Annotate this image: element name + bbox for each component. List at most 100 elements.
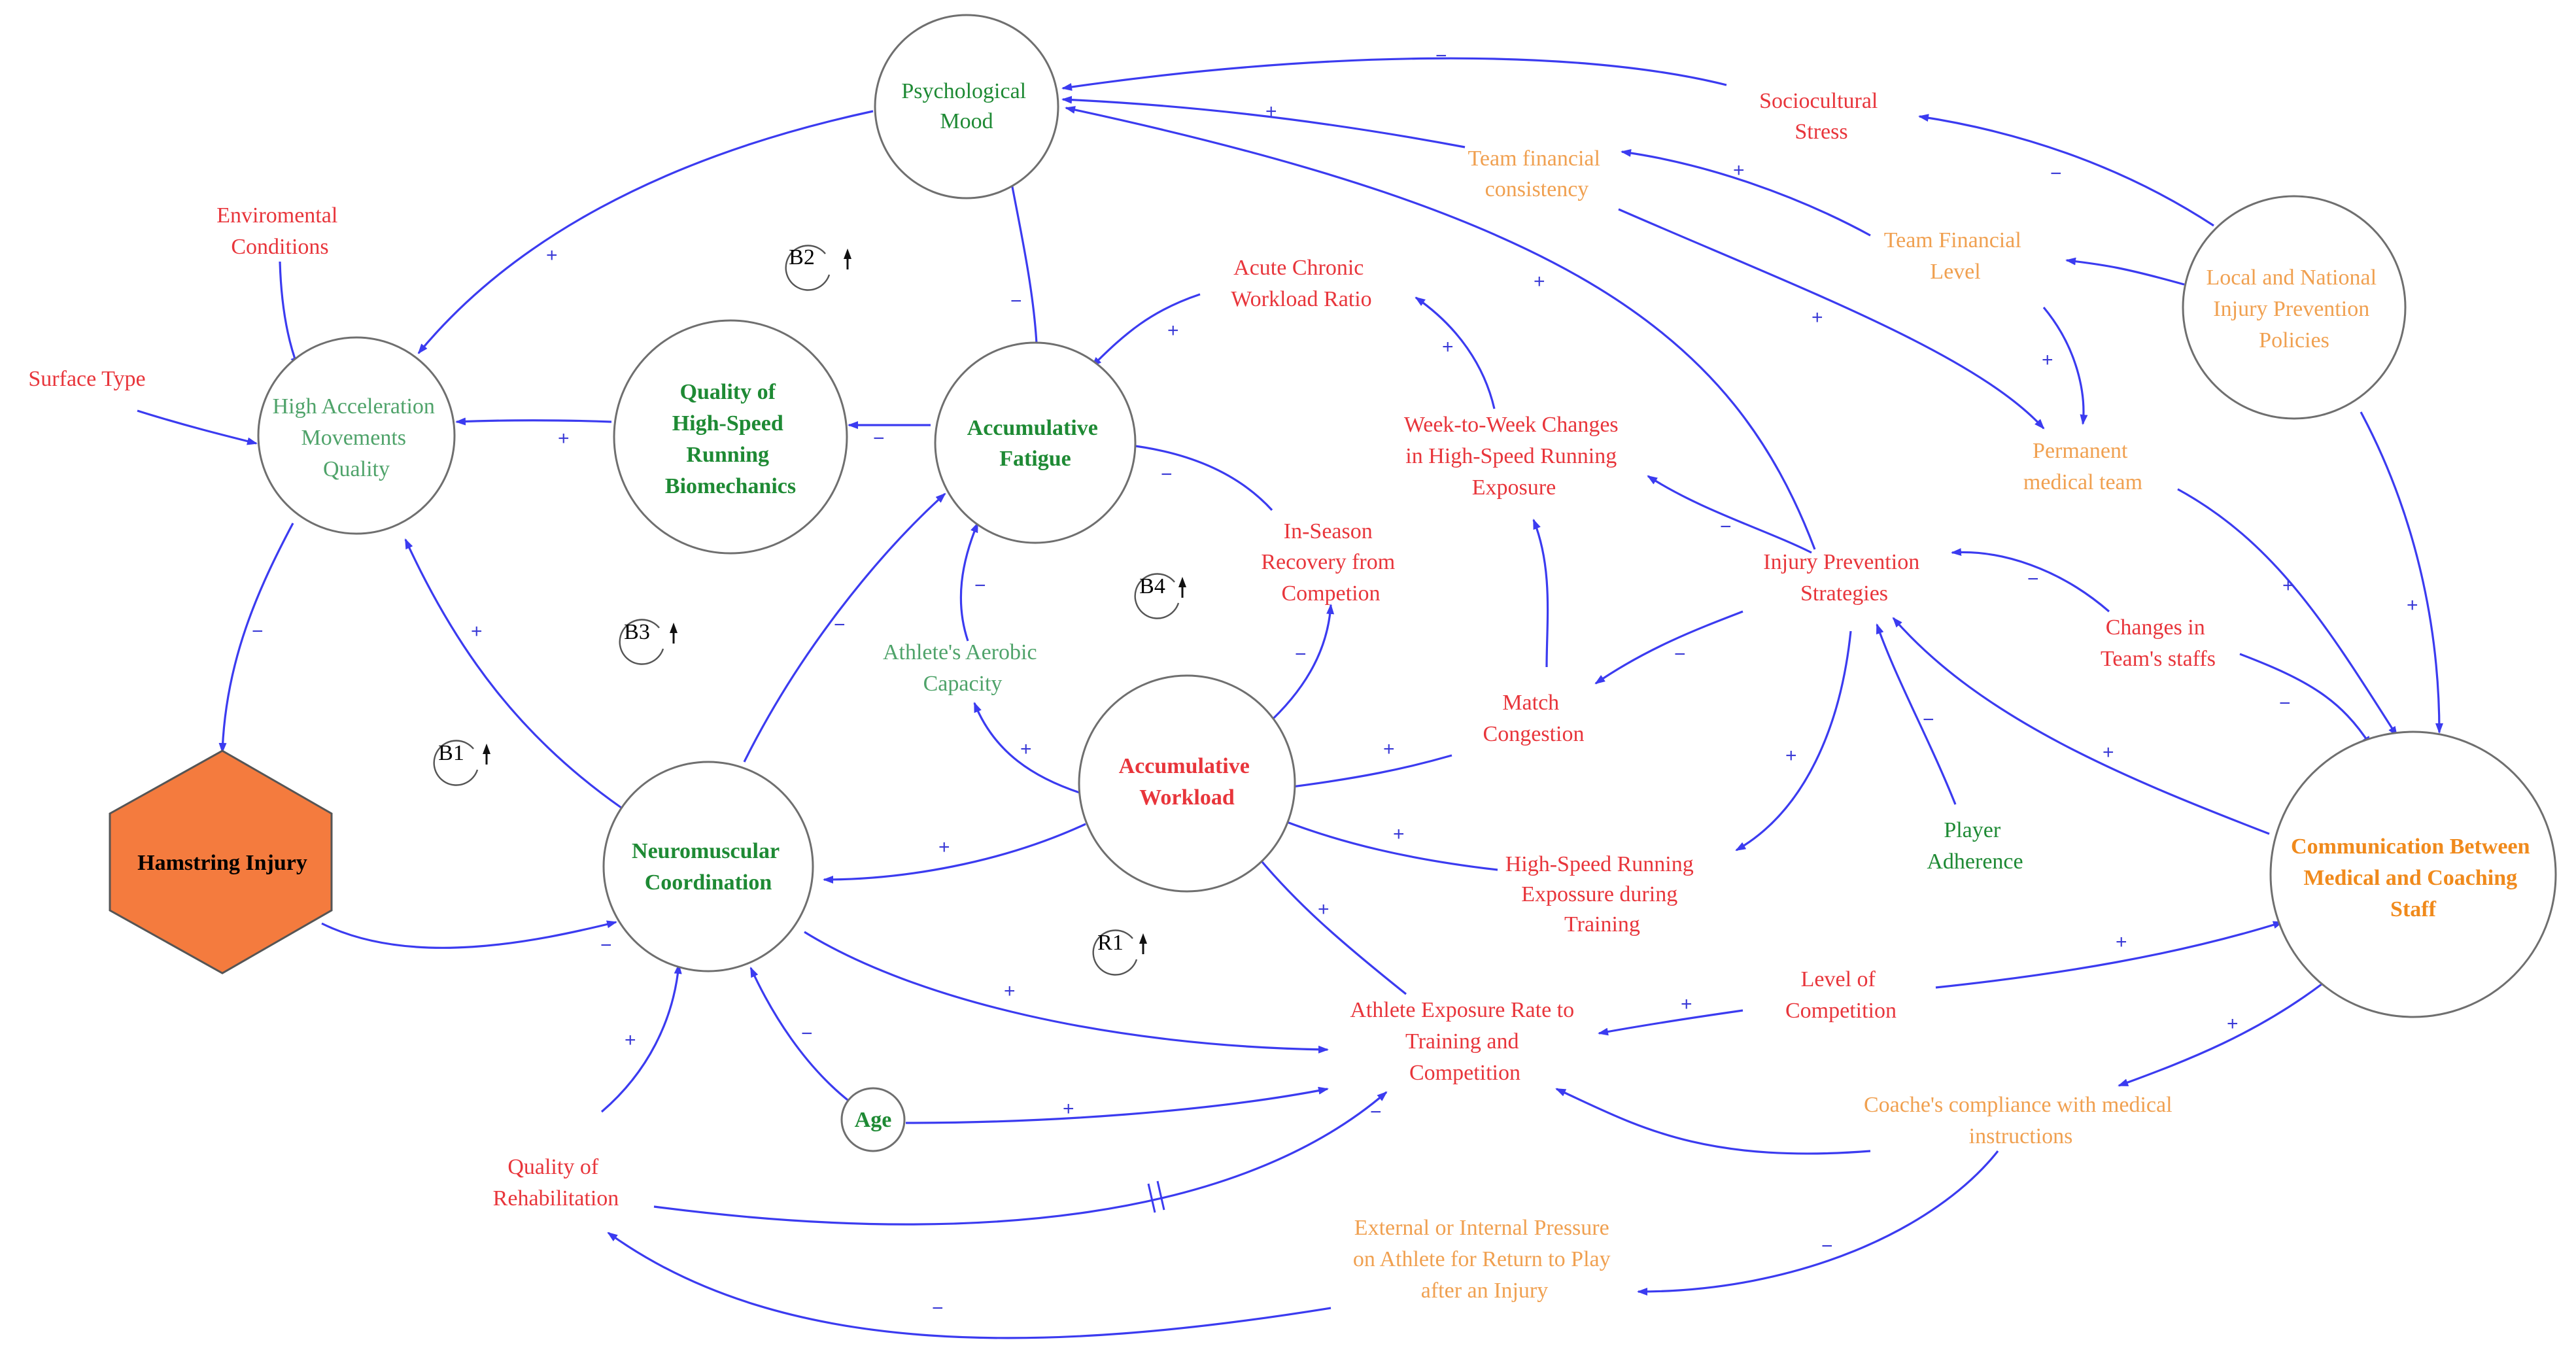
pol-sign: − bbox=[873, 428, 885, 449]
pol-sign: + bbox=[1265, 101, 1277, 122]
node-week-to-week-changes: Week-to-Week Changes in High-Speed Runni… bbox=[1404, 413, 1624, 500]
node-accumulative-workload: Accumulative Workload bbox=[1119, 754, 1256, 810]
loop-label: B2 bbox=[789, 245, 815, 269]
pol-sign: − bbox=[1010, 290, 1022, 312]
pol-sign: + bbox=[1733, 160, 1745, 181]
pol-sign: − bbox=[932, 1298, 944, 1319]
link-rehab-to-neuro bbox=[600, 963, 682, 1113]
pol-sign: + bbox=[1393, 823, 1405, 845]
node-high-acceleration-movements-quality: High Acceleration Movements Quality bbox=[273, 394, 441, 481]
node-sociocultural-stress: Sociocultural Stress bbox=[1759, 89, 1883, 144]
link-neuro-to-fatigue bbox=[743, 492, 946, 763]
node-coaches-compliance: Coache's compliance with medical instruc… bbox=[1864, 1093, 2178, 1148]
pol-sign: + bbox=[2227, 1013, 2239, 1035]
pol-sign: − bbox=[2050, 163, 2062, 184]
loop-b3: B3 bbox=[619, 619, 678, 665]
pol-sign: + bbox=[1442, 336, 1454, 358]
pol-sign: − bbox=[1674, 644, 1686, 665]
pol-sign: − bbox=[801, 1023, 813, 1044]
pol-sign: − bbox=[1720, 516, 1732, 538]
pol-sign: − bbox=[1435, 45, 1447, 67]
loop-label: B1 bbox=[438, 741, 464, 765]
polarity-signs: + − + − − + − − − + + − + − + − + + − + … bbox=[252, 45, 2418, 1319]
link-teamlevel-to-teamcons bbox=[1621, 148, 1871, 237]
link-policies-to-communication bbox=[2360, 411, 2443, 734]
pol-sign: + bbox=[1534, 271, 1545, 292]
node-in-season-recovery: In-Season Recovery from Competion bbox=[1261, 519, 1400, 606]
age-circle bbox=[840, 1087, 906, 1152]
node-team-financial-consistency: Team financial consistency bbox=[1468, 146, 1606, 201]
link-compliance-to-pressure bbox=[1637, 1150, 1999, 1296]
link-match-to-w2w bbox=[1532, 519, 1549, 668]
pol-sign: − bbox=[1923, 709, 1934, 731]
link-ips-to-w2w bbox=[1647, 475, 1812, 554]
node-level-of-competition: Level of Competition bbox=[1785, 967, 1897, 1023]
delay-marker bbox=[1147, 1180, 1165, 1213]
node-age: Age bbox=[855, 1108, 892, 1132]
pol-sign: + bbox=[938, 836, 950, 858]
node-player-adherence: Player Adherence bbox=[1927, 818, 2023, 874]
link-psych-to-hamq bbox=[417, 110, 874, 354]
acc-workload-circle bbox=[1078, 674, 1296, 893]
node-hsr-exposure-training: High-Speed Running Expossure during Trai… bbox=[1505, 852, 1700, 937]
pol-sign: + bbox=[1383, 738, 1395, 760]
link-policies-to-teamlevel bbox=[2065, 257, 2185, 286]
policies-circle bbox=[2182, 195, 2407, 420]
causal-links bbox=[137, 57, 2443, 1339]
loop-r1: R1 bbox=[1092, 929, 1147, 976]
node-shapes bbox=[109, 14, 2557, 1152]
link-hsr-to-workload bbox=[1274, 816, 1498, 871]
link-communication-to-compliance bbox=[2118, 983, 2322, 1087]
link-neuro-to-hamq bbox=[404, 538, 622, 809]
link-changes-to-ips bbox=[1951, 548, 2110, 613]
node-quality-of-rehabilitation: Quality of Rehabilitation bbox=[493, 1155, 619, 1211]
node-acute-chronic-workload-ratio: Acute Chronic Workload Ratio bbox=[1231, 256, 1371, 311]
acc-fatigue-circle bbox=[934, 341, 1137, 544]
link-inseason-to-fatigue bbox=[1124, 441, 1273, 511]
pol-sign: + bbox=[2282, 575, 2294, 596]
loop-b1: B1 bbox=[433, 740, 490, 786]
node-athletes-aerobic-capacity: Athlete's Aerobic Capacity bbox=[883, 640, 1042, 696]
link-aerobic-to-fatigue bbox=[959, 522, 979, 642]
neuro-circle bbox=[602, 761, 814, 972]
pol-sign: + bbox=[1063, 1098, 1074, 1120]
pol-sign: − bbox=[2027, 568, 2039, 590]
node-team-financial-level: Team Financial Level bbox=[1884, 228, 2027, 284]
node-injury-prevention-strategies: Injury Prevention Strategies bbox=[1763, 550, 1925, 606]
pol-sign: + bbox=[1004, 980, 1016, 1002]
loop-b2: B2 bbox=[785, 245, 851, 291]
link-ips-to-match bbox=[1594, 610, 1743, 685]
link-env-to-hamq bbox=[279, 261, 299, 368]
pol-sign: + bbox=[1681, 993, 1692, 1015]
pol-sign: + bbox=[558, 428, 570, 449]
pol-sign: − bbox=[974, 575, 986, 596]
node-environmental-conditions: Enviromental Conditions bbox=[216, 203, 343, 259]
link-workload-to-neuro bbox=[823, 823, 1086, 884]
link-sociocultural-to-psych bbox=[1061, 57, 1727, 91]
link-match-to-workload bbox=[1280, 754, 1452, 791]
pol-sign: + bbox=[2042, 349, 2053, 371]
psych-mood-circle bbox=[874, 14, 1059, 199]
node-quality-hsr-biomechanics: Quality of High-Speed Running Biomechani… bbox=[665, 380, 796, 498]
link-teamlevel-to-permmed bbox=[2042, 306, 2088, 425]
node-labels: Psychological Mood Enviromental Conditio… bbox=[28, 79, 2535, 1303]
communication-circle bbox=[2269, 731, 2557, 1018]
link-hamstring-to-neuro bbox=[321, 920, 617, 949]
qhsr-circle bbox=[613, 319, 848, 555]
node-communication-medical-coaching: Communication Between Medical and Coachi… bbox=[2291, 834, 2535, 921]
pol-sign: − bbox=[1295, 644, 1307, 665]
link-workload-to-aerobic bbox=[973, 702, 1086, 796]
node-external-internal-pressure: External or Internal Pressure on Athlete… bbox=[1353, 1216, 1616, 1303]
node-surface-type: Surface Type bbox=[28, 367, 145, 391]
link-teamcons-to-permmed bbox=[1618, 208, 2045, 430]
link-fatigue-to-psych bbox=[1008, 175, 1038, 344]
loop-markers: B2 B3 B1 B4 R1 bbox=[433, 245, 1186, 976]
hamstring-hexagon bbox=[109, 749, 333, 974]
node-neuromuscular-coordination: Neuromuscular Coordination bbox=[632, 839, 785, 895]
pol-sign: + bbox=[1167, 320, 1179, 341]
link-level-to-exposure bbox=[1598, 1009, 1743, 1036]
link-rehab-to-exposure bbox=[653, 1091, 1388, 1226]
pol-sign: + bbox=[546, 245, 558, 266]
node-accumulative-fatigue: Accumulative Fatigue bbox=[967, 416, 1104, 471]
